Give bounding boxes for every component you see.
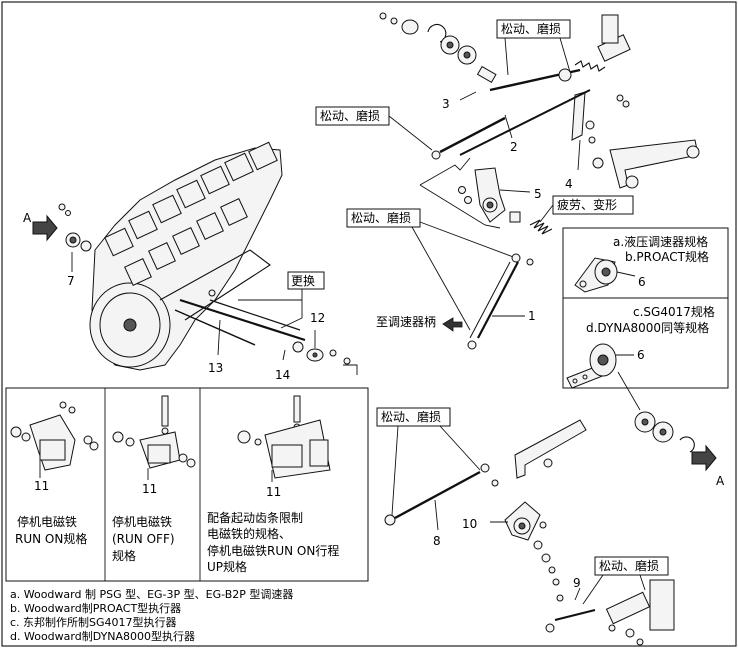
bracket-lower-right: 10 9 <box>462 419 675 646</box>
engine-block <box>89 141 283 371</box>
legend-b: b. Woodward制PROACT型执行器 <box>10 601 181 615</box>
panel1-line1: 停机电磁铁 <box>17 514 77 529</box>
loose-wear-callout-bottom: 松动、磨损 <box>582 556 669 605</box>
bearing-lower-right: A <box>617 371 725 488</box>
part-label-4: 4 <box>565 177 573 191</box>
panel3-line2: 电磁铁的规格、 <box>207 526 291 541</box>
panel1-line2: RUN ON规格 <box>15 531 87 546</box>
solenoid-section: 11 停机电磁铁 RUN ON规格 11 停机电磁铁 (RUN OFF) 规格 <box>5 387 369 582</box>
loose-wear-callout-lower: 松动、磨损 <box>376 407 481 516</box>
part-label-6a: 6 <box>638 275 646 289</box>
part-label-8: 8 <box>433 534 441 548</box>
panel2-line2: (RUN OFF) <box>112 532 175 546</box>
part-label-11a: 11 <box>34 479 49 493</box>
arrow-a-right-label: A <box>716 474 725 488</box>
solenoid-panel-3: 11 配备起动齿条限制 电磁铁的规格、 停机电磁铁RUN ON行程 UP规格 <box>207 395 339 574</box>
part-label-11c: 11 <box>266 485 281 499</box>
part-label-6b: 6 <box>637 348 645 362</box>
panel2-line1: 停机电磁铁 <box>112 514 172 529</box>
part-label-1: 1 <box>528 309 536 323</box>
part-label-14: 14 <box>275 368 290 382</box>
part-label-12: 12 <box>310 311 325 325</box>
loose-wear-label-top: 松动、磨损 <box>501 22 561 36</box>
to-governor-label: 至调速器柄 <box>376 315 436 329</box>
part-label-9: 9 <box>573 576 581 590</box>
loose-wear-label-center: 松动、磨损 <box>351 211 411 225</box>
top-linkage: 2 3 4 5 <box>379 12 700 229</box>
arrow-a-left-label: A <box>23 211 32 225</box>
legend: a. Woodward 制 PSG 型、EG-3P 型、EG-B2P 型调速器 … <box>10 587 293 643</box>
solenoid-panel-2: 11 停机电磁铁 (RUN OFF) 规格 <box>112 395 196 563</box>
legend-d: d. Woodward制DYNA8000型执行器 <box>10 629 195 643</box>
fatigue-deform-callout: 疲劳、变形 <box>529 195 634 235</box>
part-label-2: 2 <box>510 140 518 154</box>
replace-callout: 更换 <box>238 271 325 329</box>
to-governor-handle: 至调速器柄 <box>376 315 463 332</box>
part-label-11b: 11 <box>142 482 157 496</box>
loose-wear-callout-mid: 松动、磨损 <box>315 106 433 151</box>
legend-a: a. Woodward 制 PSG 型、EG-3P 型、EG-B2P 型调速器 <box>10 587 293 601</box>
part-label-10: 10 <box>462 517 477 531</box>
part-8-rod: 8 <box>384 463 499 548</box>
part-12-assembly: 12 <box>306 311 358 375</box>
loose-wear-callout-center: 松动、磨损 <box>346 208 517 331</box>
loose-wear-label-lower: 松动、磨损 <box>381 410 441 424</box>
loose-wear-callout-top: 松动、磨损 <box>496 19 571 76</box>
solenoid-panel-1: 11 停机电磁铁 RUN ON规格 <box>10 401 99 546</box>
fatigue-deform-label: 疲劳、变形 <box>557 197 617 212</box>
part-label-7: 7 <box>67 274 75 288</box>
replace-label: 更换 <box>291 274 315 288</box>
part-label-3: 3 <box>442 97 450 111</box>
loose-wear-label-mid: 松动、磨损 <box>320 109 380 123</box>
spec-ab-line1: a.液压调速器规格 <box>613 234 708 249</box>
part-label-13: 13 <box>208 361 223 375</box>
rod-13-14: 13 14 <box>174 289 306 382</box>
spec-box-cd: c.SG4017规格 d.DYNA8000同等规格 6 <box>562 297 729 389</box>
spec-ab-line2: b.PROACT规格 <box>625 249 709 264</box>
arrow-a-left: A <box>23 211 58 242</box>
panel2-line3: 规格 <box>112 548 136 563</box>
panel3-line3: 停机电磁铁RUN ON行程 <box>207 543 339 558</box>
legend-c: c. 东邦制作所制SG4017型执行器 <box>10 615 177 629</box>
loose-wear-label-bottom: 松动、磨损 <box>599 559 659 573</box>
spec-cd-line1: c.SG4017规格 <box>633 304 715 319</box>
part-label-5: 5 <box>534 187 542 201</box>
panel3-line1: 配备起动齿条限制 <box>207 511 303 525</box>
part-1-rod: 1 <box>467 253 536 350</box>
spec-cd-line2: d.DYNA8000同等规格 <box>586 320 709 335</box>
spec-box-ab: a.液压调速器规格 b.PROACT规格 6 <box>562 227 729 299</box>
part-7-assembly: 7 <box>58 203 92 288</box>
panel3-line4: UP规格 <box>207 559 247 574</box>
